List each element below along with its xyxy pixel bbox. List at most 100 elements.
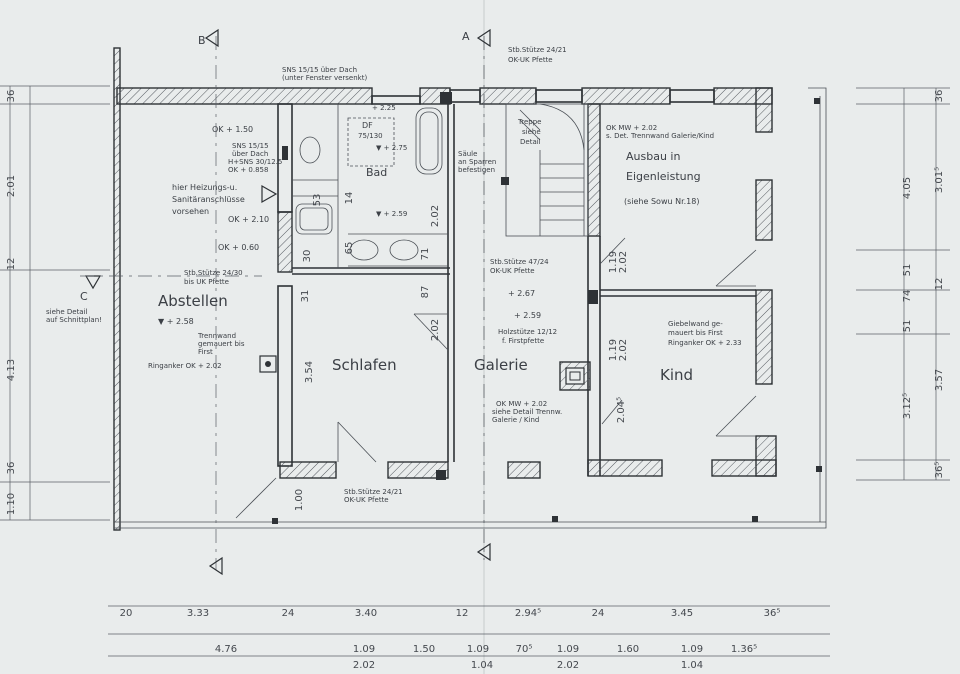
section-markers [80,28,491,576]
section-label-a: A [462,30,470,43]
note-stb-bot-1: Stb.Stütze 24/21 [344,488,403,496]
dims-bottom1-0: 20 [120,608,133,619]
dims-inner-10: 1.00 [294,489,305,511]
note-stb-left-2: bis UK Pfette [184,278,229,286]
note-detail-1: siehe Detail [46,308,88,316]
note-okmw-3: OK MW + 2.02 [496,400,547,408]
dims-inner-1: 2.02 [618,251,629,273]
dims-bottom1-5: 2.94⁵ [515,608,541,619]
note-stb-bot-2: OK-UK Pfette [344,496,389,504]
note-ok210: OK + 2.10 [228,215,269,224]
level-bad: ▼ + 2.75 [376,144,407,152]
dims-left-5: 1.10 [6,493,17,515]
dims-bottom2-1: 1.09 [353,644,375,655]
dims-inner-12: 53 [312,194,323,207]
dims-bottom2-8: 1.36⁵ [731,644,757,655]
dims-left-3: 4.13 [6,359,17,381]
note-trennwand-3: First [198,348,213,356]
note-sns-dach-2: (unter Fenster versenkt) [282,74,367,82]
note-heizung-3: vorsehen [172,207,209,216]
dims-right-inner-1: 51 [902,264,913,277]
note-ok150: OK + 1.50 [212,125,253,134]
note-holz-1: Holzstütze 12/12 [498,328,557,336]
dims-inner-9: 87 [420,286,431,299]
dims-inner-11: 71 [420,248,431,261]
note-saeule-3: befestigen [458,166,495,174]
dims-inner-15: 65 [344,242,355,255]
note-trennwand-2: gemauert bis [198,340,245,348]
dims-right-inner-2: 74 [902,290,913,303]
dims-inner-4: 2.04⁵ [616,397,627,423]
staircase [505,103,589,237]
note-df-2: 75/130 [358,132,383,140]
dims-right-inner-0: 4.05 [902,177,913,199]
dimension-right-inner: 4.05 51 74 51 3.12⁵ [902,177,913,419]
door-swings [235,237,757,519]
note-heizung-2: Sanitäranschlüsse [172,195,245,204]
note-treppe-1: Treppe [517,118,541,126]
dims-right-outer-4: 36⁵ [934,462,945,479]
dims-inner-13: 31 [300,290,311,303]
level-bad-259: ▼ + 2.59 [376,210,407,218]
dims-inner-3: 2.02 [618,339,629,361]
note-giebel-3: Ringanker OK + 2.33 [668,339,742,347]
room-label-abstellen: Abstellen [158,292,228,310]
dimension-right-outer: 36 3.01⁵ 12 3.57 36⁵ [934,90,945,479]
note-ringanker: Ringanker OK + 2.02 [148,362,222,370]
dims-bottom2-2: 1.50 [413,644,435,655]
dims-right-outer-1: 3.01⁵ [934,167,945,193]
dims-right-inner-4: 3.12⁵ [902,393,913,419]
section-label-c: C [80,290,88,303]
section-label-b: B [198,34,206,47]
room-label-bad: Bad [366,166,387,179]
note-stb-top-2: OK-UK Pfette [508,56,553,64]
dims-right-outer-2: 12 [934,278,945,291]
note-trennwand-1: Trennwand [197,332,236,340]
dims-inner-14: 30 [302,250,313,263]
columns [259,92,822,524]
interior-walls [277,103,777,479]
dims-right-outer-3: 3.57 [934,369,945,391]
note-stb-mid-2: OK-UK Pfette [490,267,535,275]
note-okmw-4: siehe Detail Trennw. [492,408,562,416]
dims-right-inner-3: 51 [902,320,913,333]
room-label-ausbau-1: Ausbau in [626,150,680,163]
dims-bottom2-3: 1.09 [467,644,489,655]
room-label-ausbau-2: Eigenleistung [626,170,701,183]
note-giebel-1: Giebelwand ge- [668,320,723,328]
note-df: DF [362,121,373,130]
note-detail-2: auf Schnittplan! [46,316,102,324]
dims-bottom1-7: 3.45 [671,608,693,619]
dims-inner-6: 2.02 [430,205,441,227]
note-heizung-1: hier Heizungs-u. [172,183,237,192]
dims-bottom2-0: 4.76 [215,644,237,655]
level-225: + 2.25 [372,104,396,112]
note-okmw-5: Galerie / Kind [492,416,539,424]
note-sns2-2: über Dach [232,150,268,158]
dims-inner-8: 14 [344,192,355,205]
dims-bottom3-3: 1.04 [681,660,703,671]
room-label-ausbau-3: (siehe Sowu Nr.18) [624,197,699,206]
note-sns2-3: H+SNS 30/12.5 [228,158,282,166]
dims-inner-7: 2.02 [430,319,441,341]
level-267: + 2.67 [508,289,535,298]
dims-bottom1-1: 3.33 [187,608,209,619]
room-label-galerie: Galerie [474,356,528,374]
note-saeule-1: Säule [458,150,477,158]
note-treppe-3: Detail [520,138,541,146]
dims-bottom2-4: 70⁵ [516,644,533,655]
dims-bottom3-0: 2.02 [353,660,375,671]
level-abstellen: ▼ + 2.58 [158,317,194,326]
dims-left-2: 12 [6,258,17,271]
outer-walls [113,47,827,531]
dims-right-outer-0: 36 [934,90,945,103]
chimney [559,361,591,391]
dims-bottom3-1: 1.04 [471,660,493,671]
